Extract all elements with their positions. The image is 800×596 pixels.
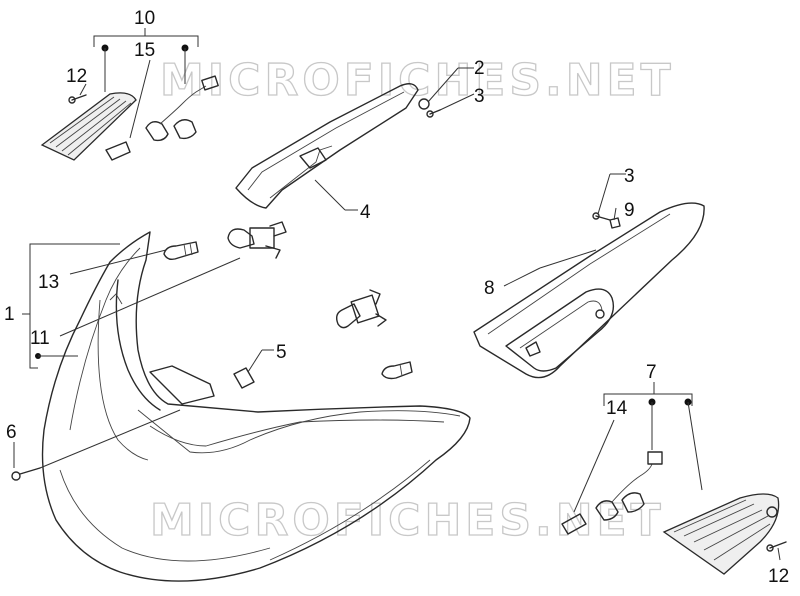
turn-signal-lens-rear	[662, 493, 780, 575]
bulb-small-lower	[381, 361, 413, 380]
label-10: 10	[134, 8, 155, 29]
label-4: 4	[360, 202, 371, 223]
label-12-top: 12	[66, 66, 87, 87]
turn-signal-lens-front	[40, 92, 137, 161]
screw-12-top	[68, 83, 87, 104]
label-2: 2	[474, 58, 485, 79]
label-7: 7	[646, 362, 657, 383]
rear-lamp-8	[473, 202, 705, 379]
bulb-13	[163, 241, 199, 261]
tail-light-housing-4	[235, 83, 419, 211]
label-15: 15	[134, 40, 155, 61]
label-6: 6	[6, 422, 17, 443]
group-bracket-1	[22, 243, 241, 369]
label-3-right: 3	[624, 166, 635, 187]
screw-6	[11, 409, 181, 481]
group-bracket-7	[573, 382, 703, 513]
label-13: 13	[38, 272, 59, 293]
label-3-top: 3	[474, 86, 485, 107]
group-bracket-10	[93, 28, 199, 139]
screw-3-right	[592, 173, 626, 229]
bulb-socket-14	[561, 451, 663, 535]
bulb-halogen-lower	[335, 289, 387, 329]
watermark-bottom: MICROFICHES.NET	[150, 495, 665, 546]
clip-5	[233, 349, 274, 389]
label-14: 14	[606, 398, 628, 419]
label-12-bottom: 12	[768, 566, 789, 587]
rear-fairing-body	[41, 231, 471, 582]
label-11: 11	[30, 328, 50, 349]
bulb-socket-15	[105, 75, 219, 161]
label-1: 1	[4, 304, 15, 325]
screw-12-bottom	[766, 541, 787, 561]
label-8: 8	[484, 278, 495, 299]
watermark-top: MICROFICHES.NET	[160, 55, 675, 106]
label-5: 5	[276, 342, 287, 363]
bulb-halogen-upper	[227, 221, 287, 259]
bracket-2-3	[418, 67, 475, 118]
label-9: 9	[624, 200, 635, 221]
